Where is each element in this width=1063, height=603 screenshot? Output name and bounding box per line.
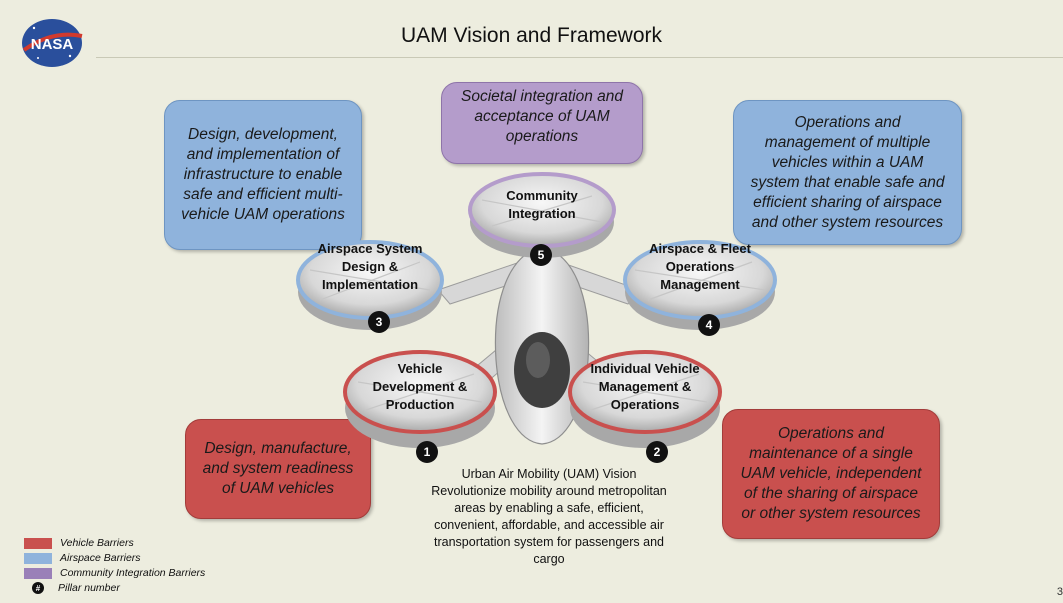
legend-pillar-symbol: #: [32, 582, 44, 594]
fleet-ops-box: Operations and management of multiple ve…: [733, 100, 962, 245]
vehicle-dev-box: Design, manufacture, and system readines…: [185, 419, 371, 519]
rotor-label-vehicle-dev: Vehicle Development & Production: [372, 361, 468, 412]
nasa-logo-text: NASA: [31, 36, 74, 53]
page-number: 3: [1056, 586, 1063, 598]
legend-item: Vehicle Barriers: [24, 536, 205, 550]
legend-item: Community Integration Barriers: [24, 566, 205, 580]
rotor-label-individual-ops: Individual Vehicle Management & Operatio…: [590, 361, 700, 412]
community-box: Societal integration and acceptance of U…: [441, 82, 643, 164]
legend-swatch-community: [24, 567, 52, 579]
pillar-number-1: 1: [416, 441, 438, 463]
rotor-label-fleet-ops: Airspace & Fleet Operations Management: [649, 241, 751, 292]
legend-label: Airspace Barriers: [60, 552, 141, 564]
rotor-discs: [296, 172, 777, 448]
legend: Vehicle Barriers Airspace Barriers Commu…: [24, 536, 205, 596]
legend-item: Airspace Barriers: [24, 551, 205, 565]
vehicle-fuselage: [494, 247, 590, 445]
airspace-design-box: Design, development, and implementation …: [164, 100, 362, 250]
vision-statement: Urban Air Mobility (UAM) Vision Revoluti…: [423, 466, 675, 568]
vision-heading: Urban Air Mobility (UAM) Vision: [461, 467, 637, 481]
legend-label: Vehicle Barriers: [60, 537, 134, 549]
legend-swatch-airspace: [24, 552, 52, 564]
rotor-blades: [309, 195, 766, 411]
pillar-number-4: 4: [698, 314, 720, 336]
vision-text: Revolutionize mobility around metropolit…: [431, 484, 667, 566]
legend-swatch-vehicle: [24, 537, 52, 549]
rotor-label-airspace-design: Airspace System Design & Implementation: [317, 241, 423, 292]
individual-ops-box: Operations and maintenance of a single U…: [722, 409, 940, 539]
slide-title: UAM Vision and Framework: [400, 24, 663, 47]
legend-item: # Pillar number: [24, 581, 205, 595]
nasa-logo: NASA: [22, 19, 83, 67]
pillar-number-2: 2: [646, 441, 668, 463]
pillar-number-3: 3: [368, 311, 390, 333]
legend-label: Pillar number: [58, 582, 120, 594]
legend-label: Community Integration Barriers: [60, 567, 206, 579]
pillar-number-5: 5: [530, 244, 552, 266]
rotor-label-community: Community Integration: [506, 188, 578, 221]
title-divider: [96, 57, 1063, 58]
